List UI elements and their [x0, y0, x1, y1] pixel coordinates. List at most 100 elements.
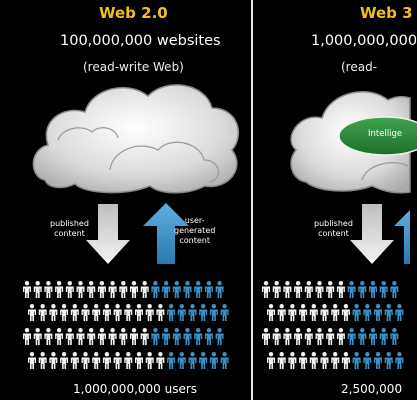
person-icon: [172, 328, 181, 345]
person-icon: [277, 304, 286, 321]
person-icon: [299, 304, 308, 321]
person-icon: [81, 304, 90, 321]
person-icon: [60, 304, 69, 321]
person-icon: [347, 281, 356, 298]
person-icon: [352, 352, 361, 369]
published-content-down-arrow: [86, 204, 130, 264]
person-icon: [320, 352, 329, 369]
user-generated-line1: user-: [184, 216, 205, 225]
person-icon: [188, 304, 197, 321]
person-icon: [320, 304, 329, 321]
person-icon: [199, 304, 208, 321]
person-icon: [130, 281, 138, 298]
person-icon: [102, 304, 111, 321]
person-icon: [92, 304, 101, 321]
user-generated-line2: generated: [174, 226, 216, 235]
person-icon: [108, 281, 117, 298]
person-icon: [124, 352, 133, 369]
person-icon: [395, 352, 404, 369]
person-icon: [119, 328, 128, 345]
person-icon: [177, 304, 186, 321]
person-icon: [28, 352, 36, 369]
person-icon: [390, 328, 399, 345]
person-icon: [156, 352, 165, 369]
person-icon: [102, 352, 111, 369]
person-icon: [162, 328, 171, 345]
person-icon: [379, 281, 388, 298]
person-icon: [384, 304, 393, 321]
person-icon: [315, 328, 324, 345]
right-cloud: [290, 91, 417, 194]
person-icon: [38, 352, 47, 369]
person-icon: [194, 328, 203, 345]
person-icon: [363, 304, 372, 321]
person-icon: [374, 304, 382, 321]
person-icon: [33, 328, 42, 345]
right-websites-count: 1,000,000,000: [311, 33, 417, 49]
left-user-generated-label: user- generated content: [174, 216, 215, 246]
left-users-grid: [23, 281, 229, 369]
diagram-graphics: [23, 84, 417, 369]
person-icon: [220, 304, 229, 321]
person-icon: [304, 281, 313, 298]
person-icon: [384, 352, 393, 369]
left-published-label-line1: published: [50, 219, 89, 228]
person-icon: [209, 304, 218, 321]
person-icon: [358, 328, 367, 345]
person-icon: [204, 281, 213, 298]
person-icon: [97, 281, 106, 298]
person-icon: [145, 352, 154, 369]
person-icon: [374, 352, 382, 369]
left-panel-title: Web 2.0: [99, 4, 168, 22]
person-icon: [135, 352, 143, 369]
left-published-label: published content: [50, 219, 89, 239]
right-published-label-line1: published: [314, 219, 353, 228]
person-icon: [23, 328, 31, 345]
person-icon: [70, 352, 79, 369]
person-icon: [60, 352, 69, 369]
person-icon: [341, 352, 350, 369]
person-icon: [167, 352, 176, 369]
person-icon: [294, 281, 303, 298]
person-icon: [272, 328, 281, 345]
person-icon: [352, 304, 361, 321]
person-icon: [277, 352, 286, 369]
person-icon: [76, 281, 85, 298]
person-icon: [70, 304, 79, 321]
person-icon: [49, 352, 58, 369]
person-icon: [124, 304, 133, 321]
person-icon: [108, 328, 117, 345]
person-icon: [113, 352, 122, 369]
person-icon: [267, 304, 275, 321]
person-icon: [204, 328, 213, 345]
user-generated-line3: content: [179, 236, 210, 245]
person-icon: [363, 352, 372, 369]
left-websites-count: 100,000,000 websites: [60, 33, 221, 49]
right-blue-up-arrow: [394, 210, 410, 264]
person-icon: [369, 328, 377, 345]
person-icon: [55, 328, 64, 345]
person-icon: [87, 328, 96, 345]
person-icon: [262, 281, 270, 298]
panel-divider: [251, 0, 253, 400]
right-panel-title: Web 3: [360, 4, 413, 22]
person-icon: [28, 304, 36, 321]
person-icon: [151, 328, 160, 345]
person-icon: [262, 328, 270, 345]
person-icon: [326, 281, 335, 298]
person-icon: [220, 352, 229, 369]
person-icon: [336, 281, 345, 298]
person-icon: [151, 281, 160, 298]
person-icon: [23, 281, 31, 298]
person-icon: [145, 304, 154, 321]
person-icon: [331, 352, 340, 369]
person-icon: [113, 304, 122, 321]
left-users-count: 1,000,000,000 users: [73, 382, 198, 396]
person-icon: [162, 281, 171, 298]
person-icon: [65, 328, 74, 345]
person-icon: [209, 352, 218, 369]
person-icon: [119, 281, 128, 298]
person-icon: [97, 328, 106, 345]
person-icon: [140, 281, 149, 298]
person-icon: [135, 304, 143, 321]
